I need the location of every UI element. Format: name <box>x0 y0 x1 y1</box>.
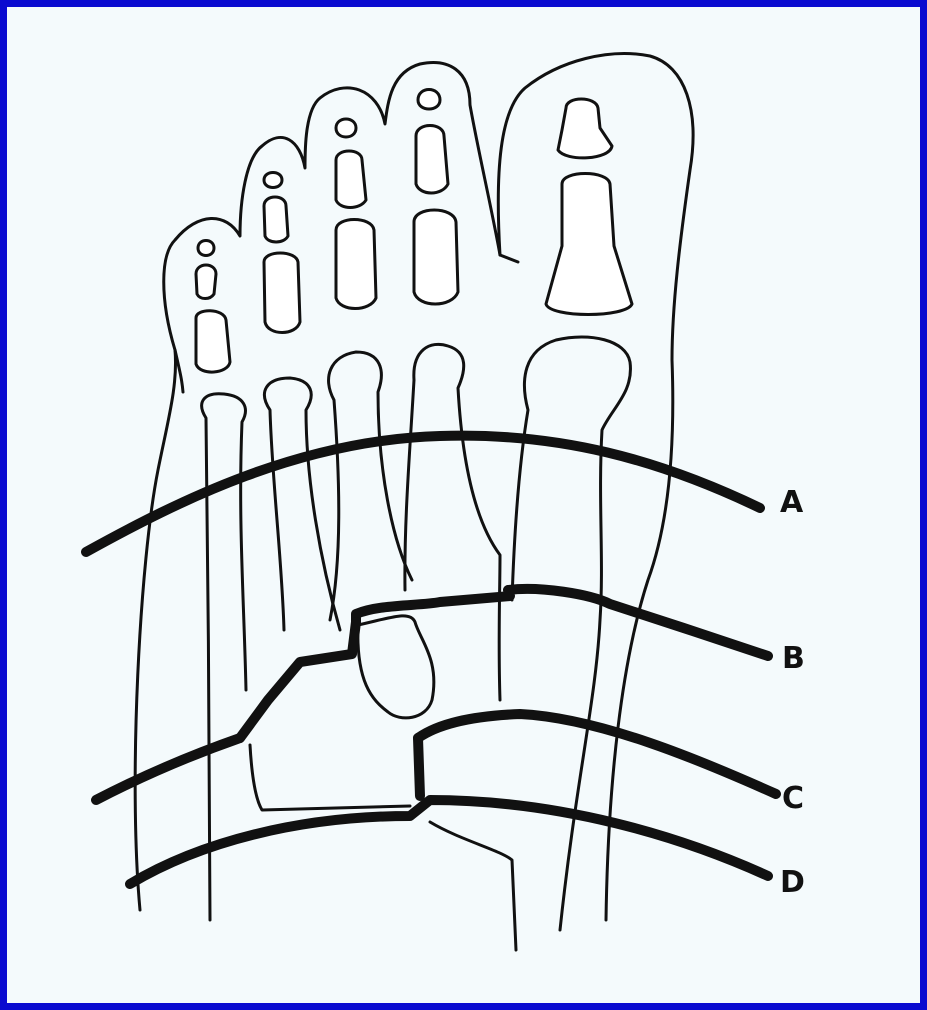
phalanx-toe4-middle <box>264 197 288 242</box>
phalanx-toe5-middle <box>196 265 216 299</box>
phalanx-toe3-proximal <box>336 220 376 309</box>
label-c: C <box>782 781 804 816</box>
metatarsal-4 <box>264 378 340 630</box>
cuneiform-lateral <box>358 616 434 718</box>
metatarsals <box>202 337 631 930</box>
joint-labels: A B C D <box>780 485 805 900</box>
phalanx-toe3-distal <box>336 119 356 137</box>
phalanx-toe3-middle <box>336 151 366 208</box>
joint-line-d <box>130 800 768 884</box>
tarsal-bones <box>250 616 516 950</box>
joint-line-b-step <box>240 622 356 738</box>
metatarsal-1 <box>512 337 630 930</box>
label-d: D <box>780 865 805 900</box>
toe-phalanges <box>196 90 632 373</box>
phalanx-toe2-middle <box>416 126 448 194</box>
metatarsal-3 <box>329 352 412 620</box>
joint-line-a <box>86 436 760 552</box>
joint-line-b <box>356 589 768 656</box>
label-a: A <box>780 485 804 520</box>
phalanx-toe2-distal <box>418 90 440 110</box>
phalanx-toe2-proximal <box>414 210 458 304</box>
joint-line-c-step <box>418 738 420 796</box>
phalanx-toe5-proximal <box>196 311 230 372</box>
joint-line-c-right <box>418 714 776 794</box>
label-b: B <box>782 641 805 676</box>
foot-skeleton-diagram: A B C D <box>7 7 920 1003</box>
metatarsal-2 <box>405 344 500 700</box>
phalanx-toe4-distal <box>264 173 282 188</box>
cuboid <box>250 745 410 810</box>
phalanx-hallux-distal <box>558 99 612 158</box>
joint-line-c <box>96 738 240 800</box>
phalanx-toe5-distal <box>198 241 214 256</box>
diagram-frame: A B C D <box>7 7 920 1003</box>
navicular <box>430 822 516 950</box>
phalanx-hallux-proximal <box>546 174 632 315</box>
phalanx-toe4-proximal <box>264 253 300 333</box>
